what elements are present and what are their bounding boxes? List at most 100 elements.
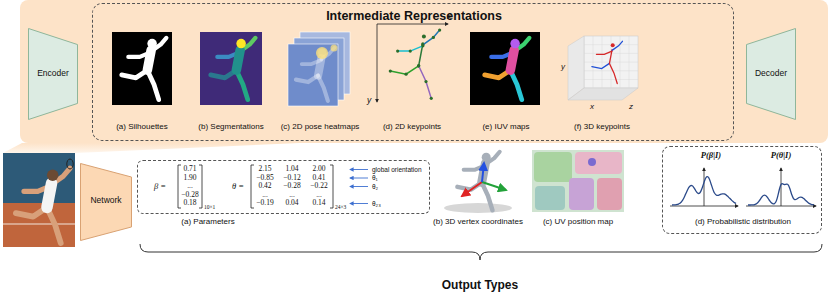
matrix-bracket [199, 165, 202, 208]
node-label: (a) Parameters [181, 217, 234, 226]
plot-wall [584, 36, 638, 88]
iuv-frame [470, 32, 540, 105]
matrix-entry: −0.28 [181, 191, 198, 200]
uv-patch [569, 178, 594, 210]
skeleton-bone [390, 66, 418, 74]
trapezoid-shape [29, 29, 78, 120]
skeleton-head [611, 43, 615, 47]
matrix-bracket [251, 165, 254, 208]
node-label: (c) 2D pose heatmaps [281, 122, 360, 131]
representation-item: (e) IUV maps [464, 30, 548, 134]
matrix-entry: 0.18 [183, 199, 196, 208]
trapezoid-shape [81, 164, 132, 241]
matrix-entry: 0.14 [312, 199, 325, 208]
heat-blob [316, 47, 328, 59]
matrix-entry: 0.71 [183, 165, 196, 174]
representation-panel: Intermediate Representations (a) Silhouet… [92, 3, 734, 141]
grouping-bracket [140, 244, 822, 260]
skeleton-joint [417, 64, 420, 67]
photo-wall [3, 153, 75, 203]
axis-line [377, 24, 378, 102]
body-part [47, 183, 52, 207]
density-curve [748, 184, 814, 205]
segmentation-frame [200, 32, 262, 105]
node-label: (e) IUV maps [482, 122, 529, 131]
body-head [147, 39, 157, 49]
skeleton-joint [417, 64, 420, 67]
matrix-entry: −0.19 [256, 199, 273, 208]
representation-item: (c) 2D pose heatmaps [277, 30, 363, 134]
matrix-entry: ... [262, 191, 268, 200]
pointer-arrow [350, 169, 368, 170]
matrix-entry: −0.85 [256, 174, 273, 183]
uv-patch [575, 152, 622, 174]
body-head [482, 153, 491, 162]
node-label: (d) 2D keypoints [383, 122, 441, 131]
skeleton-head [422, 34, 426, 38]
court-line [3, 224, 75, 225]
representation-item: (f) 3D keypoints [560, 30, 644, 134]
output-item: (b) 3D vertex coordinates [430, 148, 526, 232]
node-label: (a) Silhouettes [116, 122, 168, 131]
network-block: Network [80, 163, 132, 241]
node-label: (b) Segmentations [198, 122, 263, 131]
grid-line [584, 62, 638, 63]
skeleton-bone [592, 63, 610, 68]
grid-line [584, 70, 638, 71]
node-label: (b) 3D vertex coordinates [433, 217, 523, 226]
matrix-size: 10×1 [204, 204, 215, 210]
matrix-entry: −0.22 [310, 182, 327, 191]
uv-patch [597, 178, 622, 210]
math-symbol: θ = [232, 182, 244, 192]
panel-background [20, 0, 828, 143]
node-label: Network [90, 196, 121, 206]
skeleton-bone [609, 63, 617, 83]
skeleton-joint [421, 44, 424, 47]
axis-line [377, 24, 448, 25]
plot-floor [568, 88, 638, 100]
skeleton-joint [432, 36, 435, 39]
parameter-note: θ₁ [372, 174, 378, 181]
node-label: P(θ|I) [771, 151, 791, 161]
pointer-arrow [350, 178, 368, 179]
pointer-arrow [350, 203, 368, 204]
parameter-note: θ₂₃ [372, 200, 381, 207]
axis-label: z [629, 102, 633, 111]
grid-line [629, 36, 630, 88]
output-item: (c) UV position map [528, 148, 628, 232]
zoom-funnel [3, 143, 300, 153]
skeleton-joint [438, 29, 441, 32]
skeleton-joint [409, 50, 412, 53]
matrix-entry: 0.04 [285, 199, 298, 208]
math-symbol: β = [154, 182, 166, 192]
parameter-note: θ₂ [372, 183, 378, 190]
matrix-entry: ... [316, 191, 322, 200]
uv-map [532, 150, 624, 212]
pointer-arrow [350, 186, 368, 187]
panel-title: Intermediate Representations [326, 9, 502, 23]
node-label: Decoder [755, 69, 787, 79]
decoder-block: Decoder [746, 28, 796, 120]
distribution-box: P(β|I)P(θ|I)(d) Probabilistic distributi… [662, 146, 822, 234]
skeleton-joint [396, 50, 399, 53]
body-head [47, 169, 59, 181]
matrix-entry: 0.42 [258, 182, 271, 191]
axis-label: x [590, 102, 594, 111]
body-head [236, 39, 246, 49]
trapezoid-shape [747, 29, 796, 120]
matrix-entry: 1.04 [285, 165, 298, 174]
skeleton-bone [423, 30, 440, 45]
skeleton-joint [424, 80, 427, 83]
uv-patch [588, 158, 596, 166]
matrix-bracket [178, 165, 181, 208]
body-part [318, 58, 321, 75]
matrix-entry: 2.00 [312, 165, 325, 174]
encoder-block: Encoder [28, 28, 78, 120]
body-head [510, 39, 520, 49]
node-label: (c) UV position map [543, 217, 613, 226]
heat-blob [331, 45, 338, 52]
silhouette-frame [112, 32, 172, 105]
matrix-size: 24×3 [335, 204, 346, 210]
matrix-entry: −0.12 [283, 174, 300, 183]
